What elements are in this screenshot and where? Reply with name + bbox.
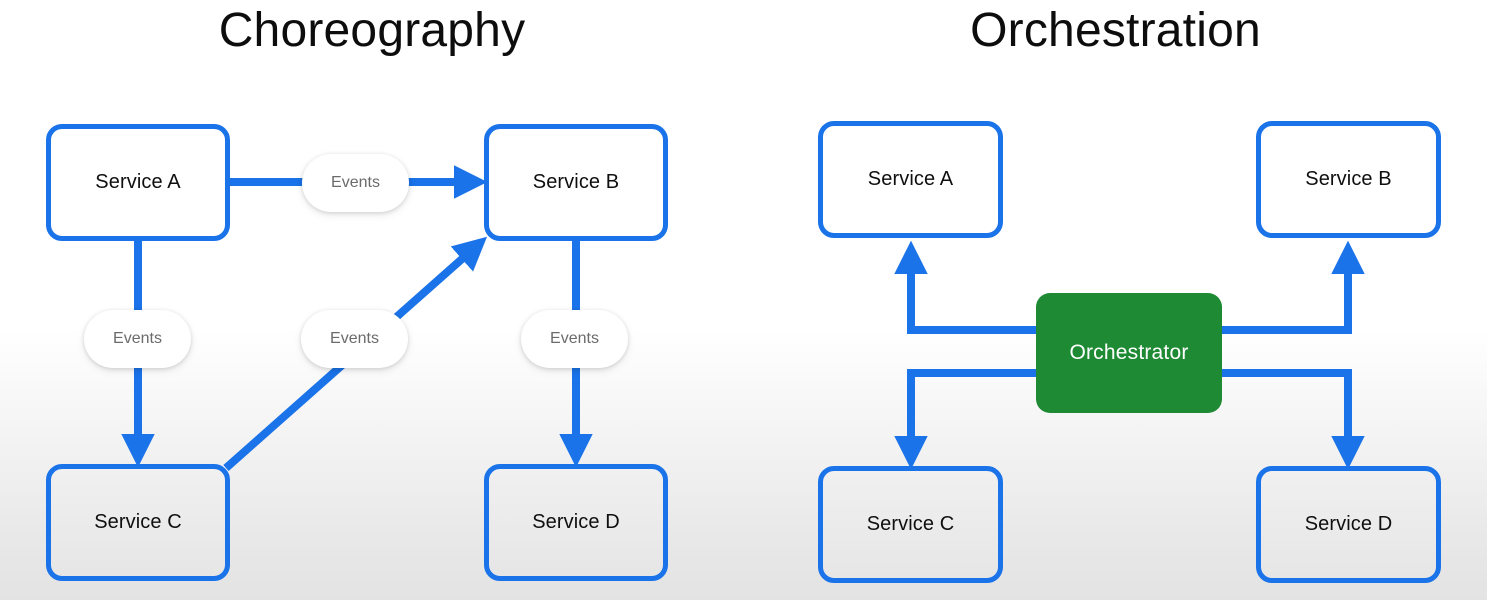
edge-orchestrator-to-service-b (1222, 240, 1365, 334)
choreography-node-service-a[interactable]: Service A (46, 124, 230, 241)
events-pill-label: Events (113, 330, 162, 347)
events-pill-label: Events (331, 174, 380, 191)
node-label: Service B (532, 171, 620, 193)
events-pill-label: Events (330, 330, 379, 347)
node-label: Service D (1304, 513, 1393, 535)
edge-orchestrator-to-service-d (1222, 369, 1365, 470)
orchestrator-node[interactable]: Orchestrator (1036, 293, 1222, 413)
edge-orchestrator-to-service-c (894, 369, 1036, 470)
events-pill-a-to-b[interactable]: Events (302, 154, 409, 212)
events-pill-b-to-d[interactable]: Events (521, 310, 628, 368)
choreography-node-service-d[interactable]: Service D (484, 464, 668, 581)
orchestration-node-service-c[interactable]: Service C (818, 466, 1003, 583)
edge-orchestrator-to-service-a (894, 240, 1036, 334)
orchestration-node-service-a[interactable]: Service A (818, 121, 1003, 238)
node-label: Service A (867, 168, 954, 190)
events-pill-c-to-b[interactable]: Events (301, 310, 408, 368)
node-label: Service D (532, 511, 620, 533)
page-title-orchestration: Orchestration (970, 4, 1261, 57)
events-pill-label: Events (550, 330, 599, 347)
node-label: Service C (866, 513, 955, 535)
events-pill-a-to-c[interactable]: Events (84, 310, 191, 368)
page-title-choreography: Choreography (218, 4, 526, 57)
node-label: Service A (95, 171, 181, 193)
orchestrator-label: Orchestrator (1069, 341, 1189, 364)
choreography-node-service-c[interactable]: Service C (46, 464, 230, 581)
orchestration-node-service-d[interactable]: Service D (1256, 466, 1441, 583)
orchestration-node-service-b[interactable]: Service B (1256, 121, 1441, 238)
node-label: Service B (1305, 168, 1392, 190)
choreography-node-service-b[interactable]: Service B (484, 124, 668, 241)
node-label: Service C (94, 511, 182, 533)
